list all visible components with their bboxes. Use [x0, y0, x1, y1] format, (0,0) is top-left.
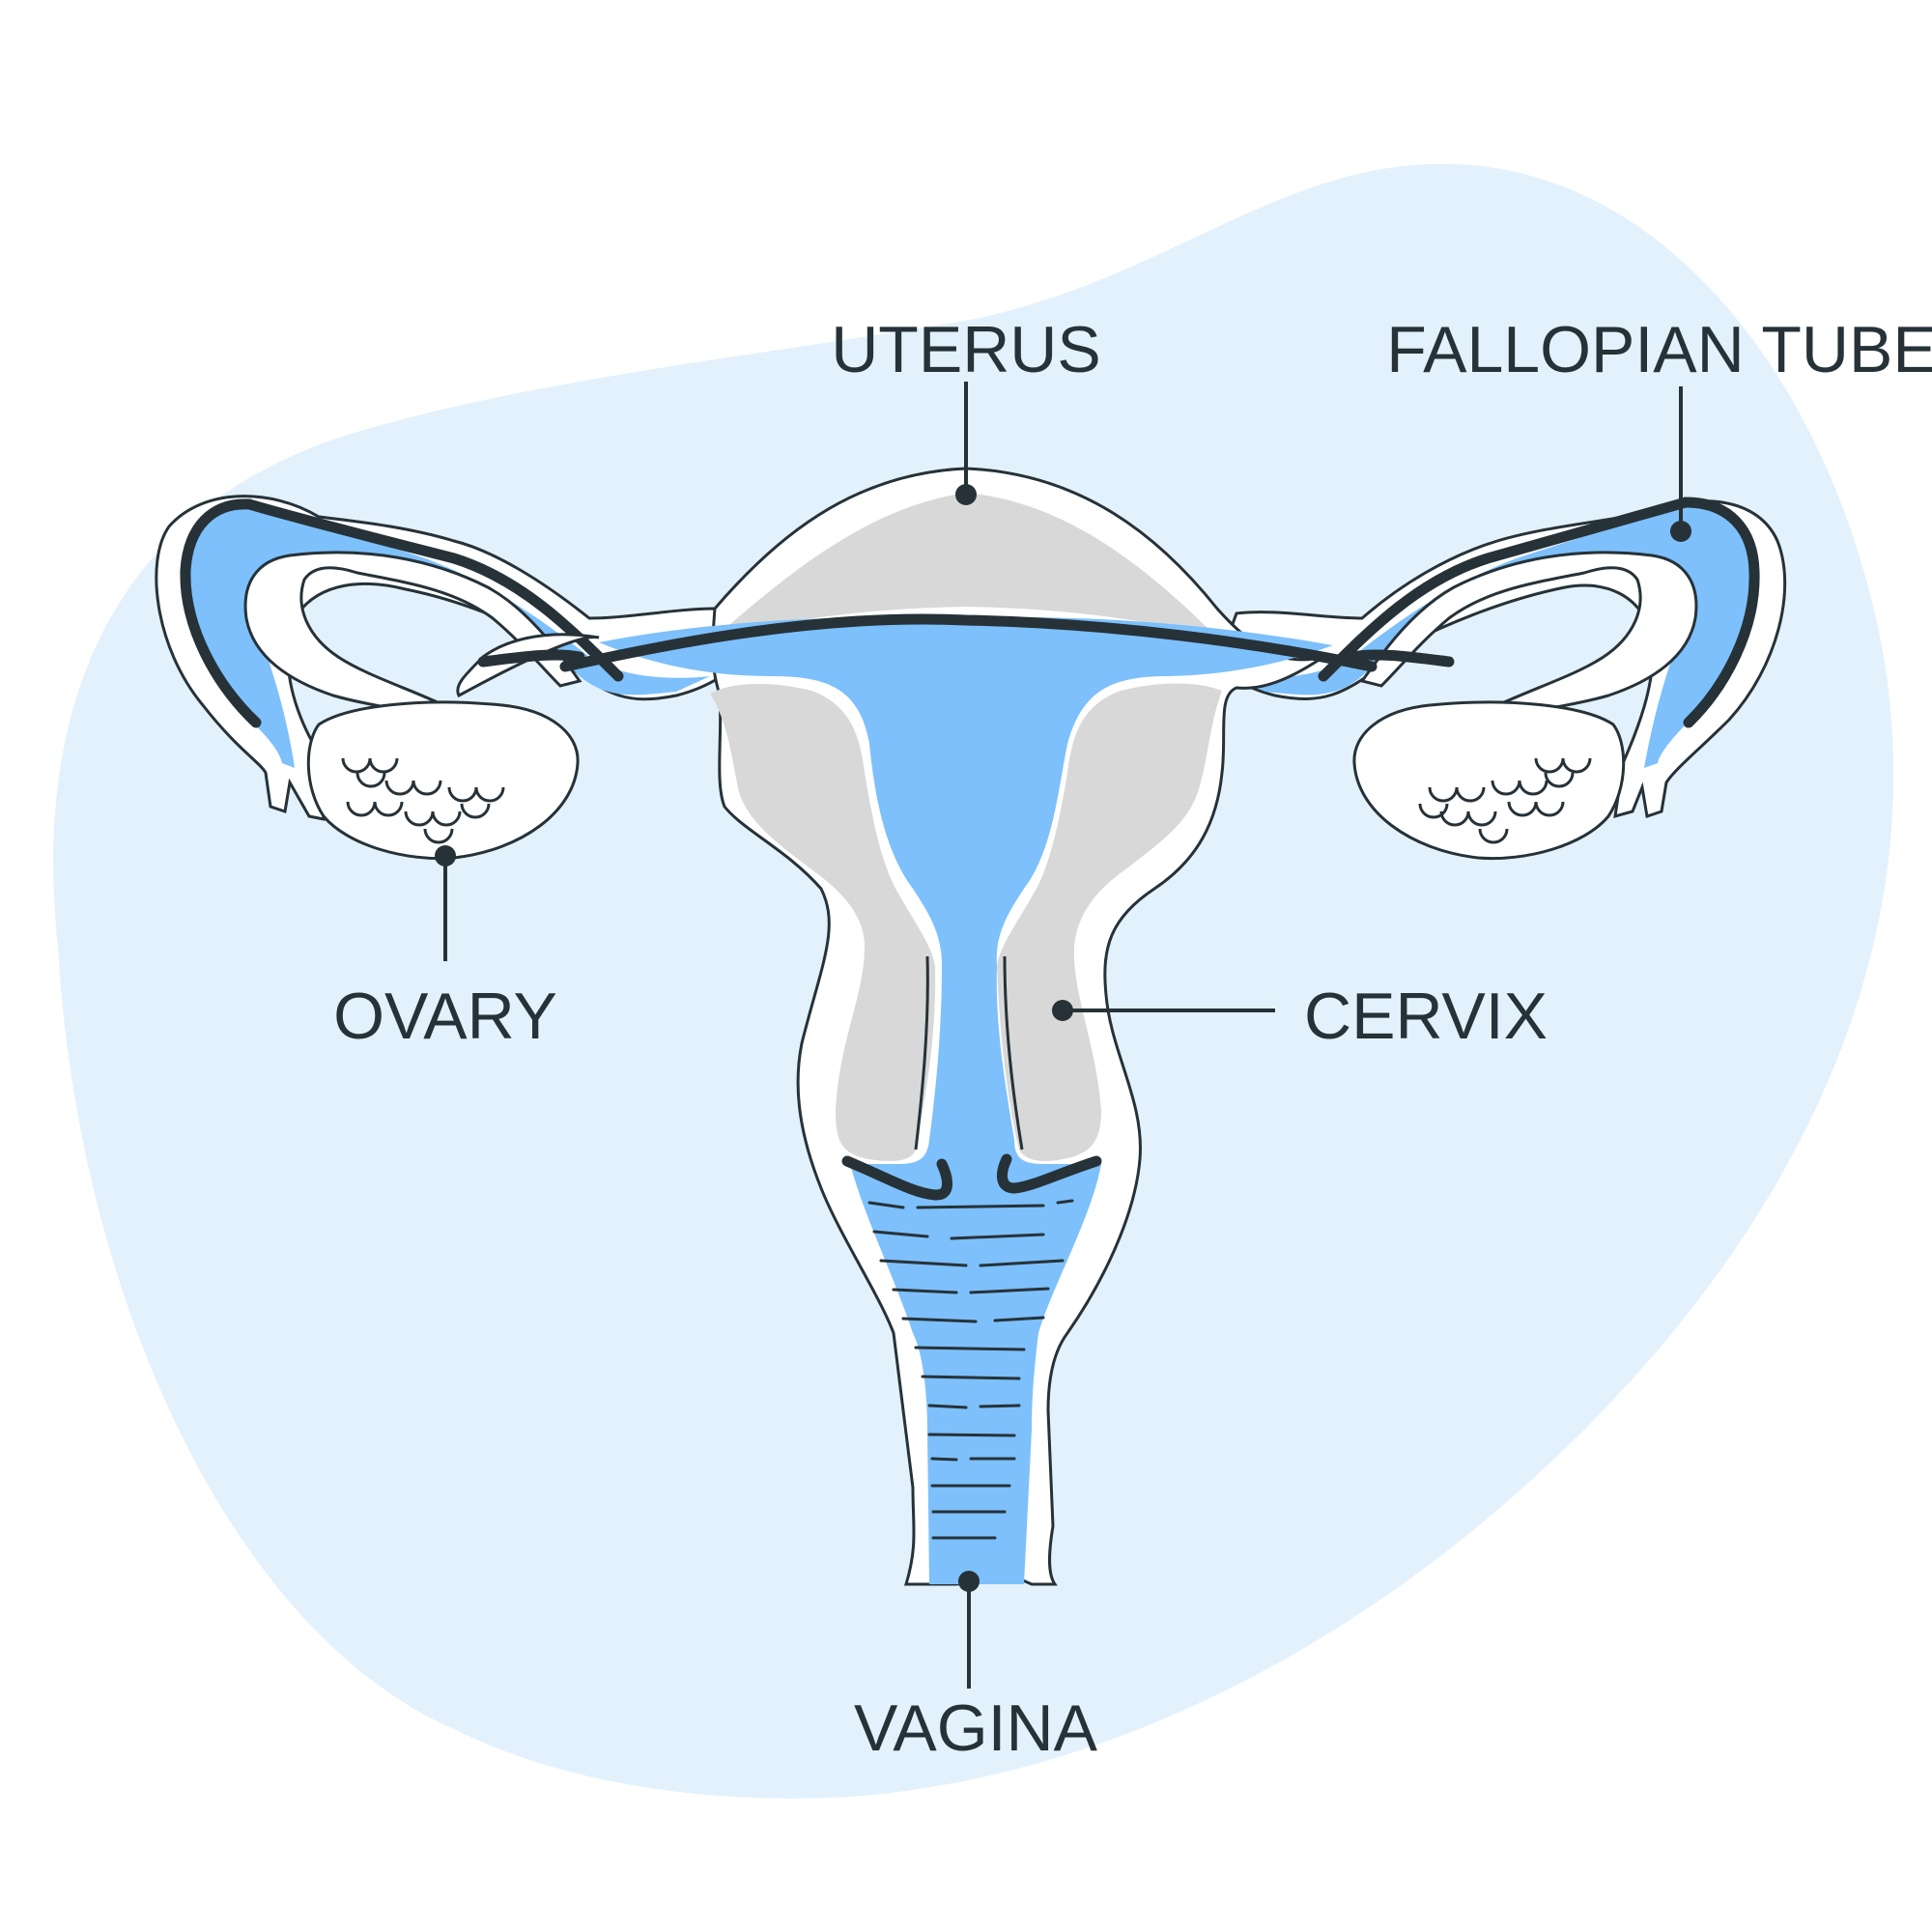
left-ovary: [306, 700, 580, 861]
ovary-label: OVARY: [333, 980, 557, 1053]
vaginal-ridges: [867, 1199, 1074, 1540]
right-ovary: [1352, 700, 1626, 861]
uterus-callout: UTERUS: [831, 313, 1101, 505]
fallopian-tube-callout: FALLOPIAN TUBE: [1386, 313, 1932, 542]
right-fallopian-tube: [1215, 497, 1787, 819]
fallopian-tube-label: FALLOPIAN TUBE: [1386, 313, 1932, 386]
vagina-callout: VAGINA: [854, 1571, 1098, 1765]
cervix-callout: CERVIX: [1052, 980, 1548, 1053]
ovary-marker: [435, 845, 456, 867]
ovary-callout: OVARY: [333, 845, 557, 1053]
fallopian-tube-marker: [1670, 521, 1691, 542]
uterus-label: UTERUS: [831, 313, 1101, 386]
uterus-marker: [955, 484, 977, 505]
vagina-label: VAGINA: [854, 1691, 1098, 1765]
left-fallopian-tube: [155, 495, 736, 821]
uterus-body: [456, 467, 1455, 1586]
cervix-label: CERVIX: [1304, 980, 1548, 1053]
